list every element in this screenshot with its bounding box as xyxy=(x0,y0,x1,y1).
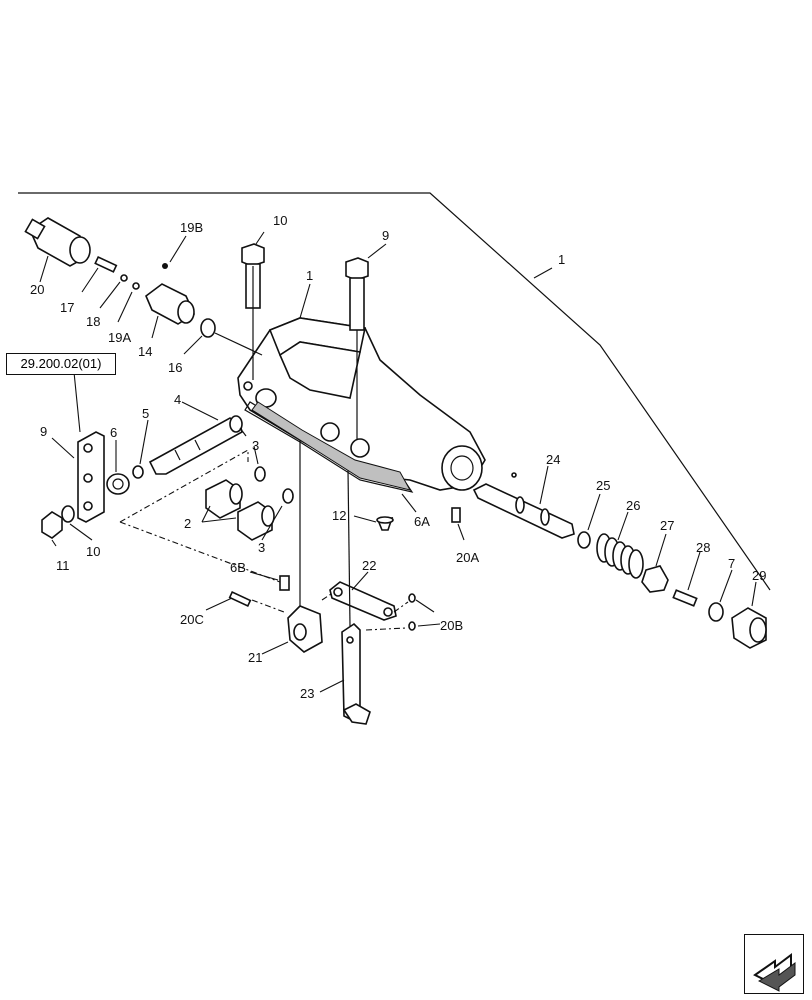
o-ring-5 xyxy=(132,465,144,479)
set-screw-20a xyxy=(451,507,461,523)
callout-2: 2 xyxy=(184,516,191,531)
ball-19a xyxy=(132,282,140,290)
valve-housing xyxy=(237,317,486,493)
plug-2-upper xyxy=(205,479,243,519)
callout-19a: 19A xyxy=(108,330,131,345)
callout-1-housing: 1 xyxy=(306,268,313,283)
ball-19 xyxy=(120,274,128,282)
callout-25: 25 xyxy=(596,478,610,493)
callout-28: 28 xyxy=(696,540,710,555)
callout-18: 17 xyxy=(60,300,74,315)
clip-20b-lower xyxy=(408,621,416,631)
breather-14 xyxy=(376,516,394,531)
pin-28 xyxy=(672,589,698,607)
pressure-switch-20 xyxy=(24,217,91,267)
washer-25 xyxy=(577,531,591,549)
ball-19b xyxy=(162,263,168,269)
pin-18 xyxy=(94,255,118,273)
callout-11-text: 11 xyxy=(56,558,70,573)
alignment-line-1 xyxy=(119,449,249,523)
next-page-button[interactable] xyxy=(744,934,804,994)
callout-leaders xyxy=(39,231,757,693)
callout-16: 14 xyxy=(138,344,152,359)
spool-4 xyxy=(148,415,243,475)
callout-10-text: 10 xyxy=(86,544,100,559)
callout-1-assembly: 1 xyxy=(558,252,565,267)
seal-3-lower xyxy=(282,488,294,504)
callout-13: 10 xyxy=(273,213,287,228)
callout-20a: 20A xyxy=(456,550,479,565)
pin-20c xyxy=(228,590,252,608)
plug-2-lower xyxy=(237,501,275,541)
set-screw-6b xyxy=(279,575,290,591)
spring-26 xyxy=(596,533,644,579)
alignment-line-2 xyxy=(119,521,281,583)
next-page-arrow-icon xyxy=(753,953,796,992)
callout-14: 12 xyxy=(332,508,346,523)
seal-3-upper xyxy=(254,466,266,482)
callout-23: 23 xyxy=(300,686,314,701)
callout-5: 5 xyxy=(142,406,149,421)
washer-6 xyxy=(106,473,130,495)
switch-body-16 xyxy=(145,283,196,325)
callout-3-upper: 3 xyxy=(252,438,259,453)
callout-22: 22 xyxy=(362,558,376,573)
lever-23 xyxy=(341,622,371,725)
callout-9-text: 9 xyxy=(40,424,47,439)
spacer-27 xyxy=(641,565,669,593)
bolt-12 xyxy=(345,257,369,440)
callout-20: 20 xyxy=(30,282,44,297)
callout-4: 4 xyxy=(174,392,181,407)
callout-21: 21 xyxy=(248,650,262,665)
callout-19b: 19B xyxy=(180,220,203,235)
callout-29: 29 xyxy=(752,568,766,583)
lever-21 xyxy=(287,605,323,653)
nut-11 xyxy=(41,511,63,539)
plug-29 xyxy=(731,607,767,649)
callout-7: 7 xyxy=(728,556,735,571)
callout-24: 24 xyxy=(546,452,560,467)
reference-link-box[interactable]: 29.200.02(01) xyxy=(6,353,116,375)
callout-20c: 20C xyxy=(180,612,204,627)
bolt-13 xyxy=(241,243,265,380)
callout-20b: 20B xyxy=(440,618,463,633)
callout-19: 18 xyxy=(86,314,100,329)
link-plate-9 xyxy=(77,431,105,523)
callout-3-lower: 3 xyxy=(258,540,265,555)
callout-6b: 6B xyxy=(230,560,246,575)
assembly-bracket-line xyxy=(18,192,771,591)
spool-24 xyxy=(472,472,575,539)
o-ring-7 xyxy=(708,602,724,622)
clip-20b-upper xyxy=(408,593,416,603)
callout-6a: 6A xyxy=(414,514,430,529)
washer-10 xyxy=(61,505,75,523)
callout-26: 26 xyxy=(626,498,640,513)
callout-17: 16 xyxy=(168,360,182,375)
o-ring-17 xyxy=(200,318,216,338)
callout-6: 6 xyxy=(110,425,117,440)
callout-12: 9 xyxy=(382,228,389,243)
callout-27: 27 xyxy=(660,518,674,533)
